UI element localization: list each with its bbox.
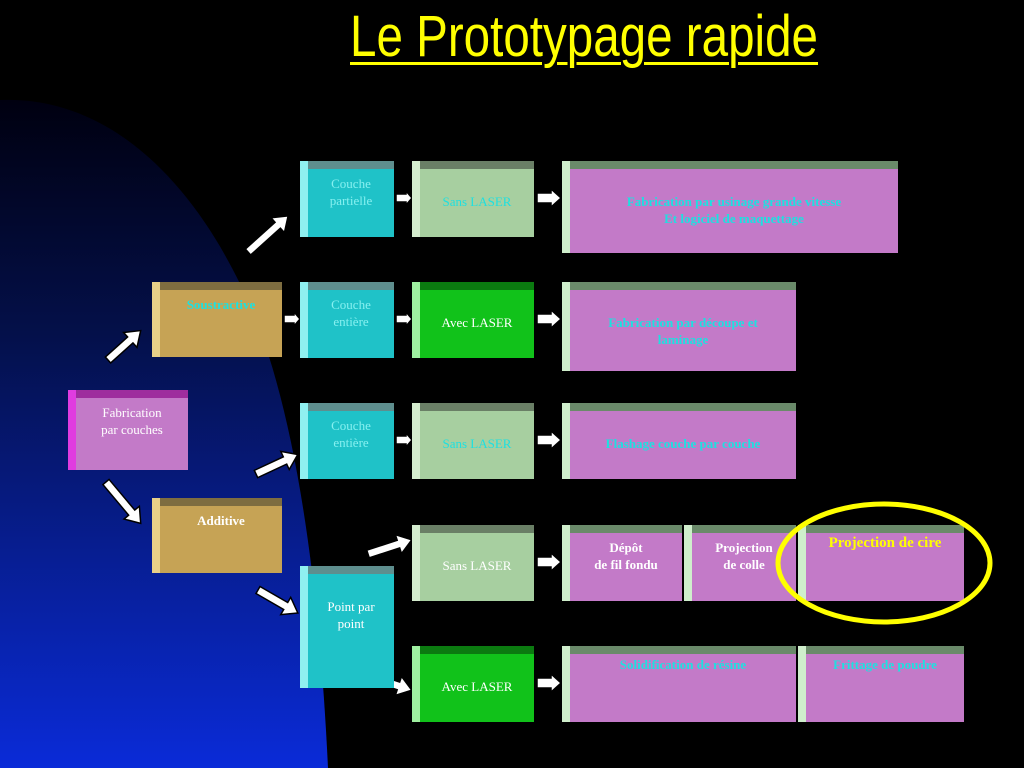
arrow-to-couche-entiere-2 bbox=[253, 450, 299, 479]
frittage-label: Frittage de poudre bbox=[806, 654, 964, 722]
arrow-point-to-sans-laser-3 bbox=[365, 533, 413, 559]
arrow-h-5 bbox=[536, 187, 563, 209]
arrow-h-6 bbox=[536, 308, 563, 330]
additive-label: Additive bbox=[160, 506, 282, 573]
arrow-h-2 bbox=[395, 309, 413, 329]
arrow-soustractive-to-couche-partielle bbox=[244, 215, 290, 257]
arrow-h-7 bbox=[536, 429, 563, 451]
avec-laser-2-label: Avec LASER bbox=[420, 654, 534, 722]
page-title: Le Prototypage rapide bbox=[350, 4, 819, 69]
sans-laser-3-label: Sans LASER bbox=[420, 533, 534, 601]
arrow-h-4 bbox=[283, 309, 301, 329]
projection-cire-label: Projection de cire bbox=[806, 533, 964, 601]
sans-laser-1-label: Sans LASER bbox=[420, 169, 534, 237]
solidification-label: Solidification de résine bbox=[570, 654, 796, 722]
highlight-ellipse bbox=[775, 501, 993, 625]
sans-laser-2-label: Sans LASER bbox=[420, 411, 534, 479]
arrow-h-9 bbox=[536, 672, 563, 694]
arrow-fab-to-soustractive bbox=[104, 329, 142, 365]
arrow-fab-to-additive bbox=[101, 478, 142, 525]
arrow-h-1 bbox=[395, 188, 413, 208]
arrow-additive-to-point bbox=[254, 585, 299, 616]
arrow-h-3 bbox=[395, 430, 413, 450]
avec-laser-1-label: Avec LASER bbox=[420, 290, 534, 358]
soustractive-label: Soustractive bbox=[160, 290, 282, 357]
arrow-h-8 bbox=[536, 551, 563, 573]
flashage-label: Flashage couche par couche bbox=[570, 411, 796, 479]
